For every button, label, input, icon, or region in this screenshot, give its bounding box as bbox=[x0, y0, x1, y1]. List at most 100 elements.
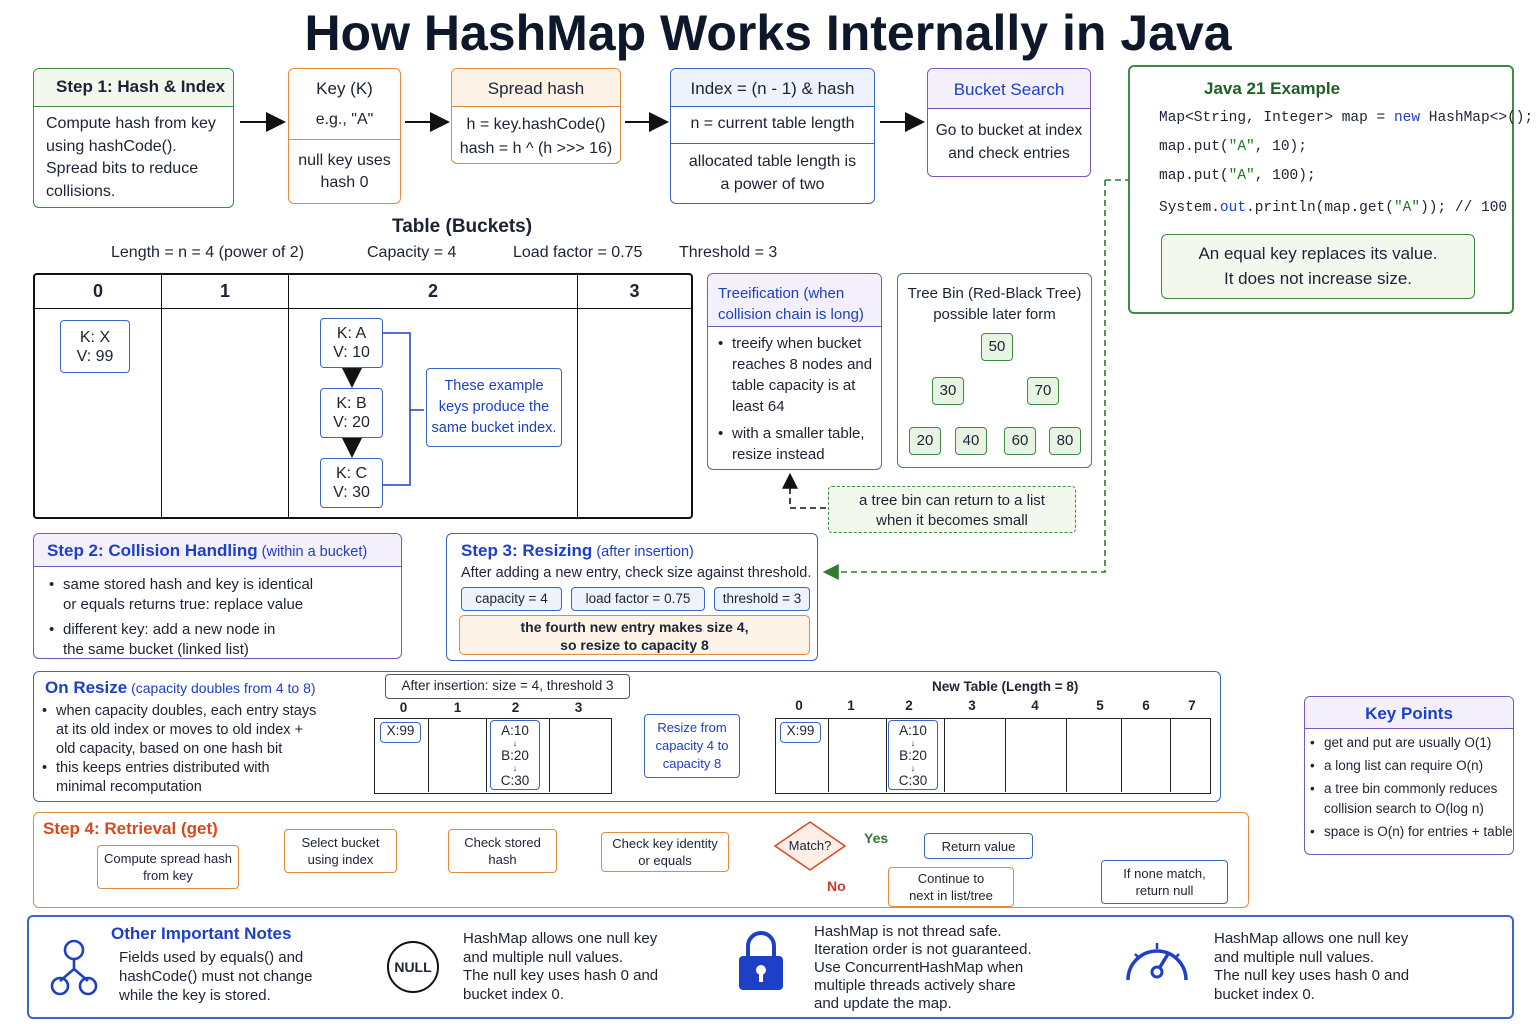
capacity-pill: capacity = 4 bbox=[461, 587, 562, 611]
tree-node: 60 bbox=[1004, 427, 1036, 455]
index-line: n = current table length bbox=[671, 107, 874, 144]
old-col-header: 0 bbox=[399, 700, 408, 715]
key-points-title: Key Points bbox=[1305, 697, 1513, 729]
bucket-header: 0 bbox=[92, 281, 103, 301]
threshold-pill: threshold = 3 bbox=[714, 587, 810, 611]
null-icon: NULL bbox=[387, 941, 439, 993]
lock-icon bbox=[739, 931, 783, 990]
new-col-header: 6 bbox=[1142, 698, 1150, 713]
after-insertion-label: After insertion: size = 4, threshold 3 bbox=[385, 674, 630, 699]
step2-box: Step 2: Collision Handling (within a buc… bbox=[33, 533, 402, 659]
key-point: get and put are usually O(1) bbox=[1308, 733, 1513, 753]
resize-bullet: when capacity doubles, each entry staysa… bbox=[40, 702, 316, 759]
table-length: Length = n = 4 (power of 2) bbox=[111, 244, 305, 261]
step3-title: Step 3: Resizing bbox=[461, 541, 593, 560]
flow-return-value: Return value bbox=[924, 833, 1033, 859]
bucket-search-title: Bucket Search bbox=[928, 69, 1090, 109]
new-col-header: 3 bbox=[968, 698, 976, 713]
tree-node: 70 bbox=[1027, 377, 1059, 405]
key-nodes-icon bbox=[50, 939, 98, 996]
old-col-header: 1 bbox=[453, 700, 462, 715]
table-capacity: Capacity = 4 bbox=[367, 244, 457, 261]
index-title: Index = (n - 1) & hash bbox=[671, 69, 874, 107]
step1-line: collisions. bbox=[46, 182, 116, 200]
step3-desc: After adding a new entry, check size aga… bbox=[461, 565, 812, 581]
match-decision bbox=[773, 821, 847, 871]
code-line-1: Map<String, Integer> map = new HashMap<>… bbox=[1159, 110, 1534, 126]
bucket-search-line: and check entries bbox=[948, 145, 1070, 162]
tree-node: 20 bbox=[909, 427, 941, 455]
new-table-title: New Table (Length = 8) bbox=[932, 679, 1079, 694]
treeify-subtitle: collision chain is long) bbox=[718, 306, 864, 323]
bucket-header: 1 bbox=[219, 281, 230, 301]
old-col-header: 3 bbox=[574, 700, 583, 715]
tree-node: 40 bbox=[955, 427, 987, 455]
note-thread-safety: HashMap is not thread safe.Iteration ord… bbox=[814, 923, 1032, 1012]
bucket-search-box: Bucket Search Go to bucket at index and … bbox=[927, 68, 1091, 177]
treeify-title: Treeification bbox=[718, 285, 800, 302]
java-example-title: Java 21 Example bbox=[1204, 79, 1341, 98]
key-point: space is O(n) for entries + table bbox=[1308, 822, 1513, 842]
treeify-box: Treeification (when collision chain is l… bbox=[707, 273, 882, 470]
index-box: Index = (n - 1) & hash n = current table… bbox=[670, 68, 875, 204]
yes-label: Yes bbox=[864, 830, 889, 846]
key-example: e.g., "A" bbox=[315, 111, 374, 128]
tree-bin-title: Tree Bin (Red-Black Tree) bbox=[907, 285, 1082, 302]
tree-bin-subtitle: possible later form bbox=[933, 306, 1056, 323]
spread-hash-title: Spread hash bbox=[452, 69, 620, 107]
treeify-bullet: with a smaller table,resize instead bbox=[716, 423, 881, 465]
key-points-box: Key Points get and put are usually O(1) … bbox=[1304, 696, 1514, 855]
spread-hash-line: hash = h ^ (h >>> 16) bbox=[459, 140, 613, 157]
code-line-4: System.out.println(map.get("A")); // 100 bbox=[1159, 200, 1508, 216]
speedometer-icon bbox=[1126, 943, 1188, 981]
match-label: Match? bbox=[788, 838, 832, 853]
new-col-header: 1 bbox=[847, 698, 855, 713]
tree-node: 30 bbox=[932, 377, 964, 405]
step1-line: using hashCode(). bbox=[46, 137, 177, 155]
new-col-header: 4 bbox=[1031, 698, 1039, 713]
tree-node: 50 bbox=[981, 333, 1013, 361]
java-note: An equal key replaces its value. It does… bbox=[1161, 234, 1475, 299]
new-entry-x: X:99 bbox=[780, 722, 821, 743]
code-line-3: map.put("A", 100); bbox=[1159, 168, 1316, 184]
java-example-box: Java 21 Example Map<String, Integer> map… bbox=[1128, 65, 1533, 314]
key-box: Key (K) e.g., "A" null key uses hash 0 bbox=[288, 68, 401, 204]
key-point: a long list can require O(n) bbox=[1308, 756, 1513, 776]
other-notes-box: Other Important Notes Fields used by equ… bbox=[27, 915, 1514, 1019]
old-table bbox=[374, 718, 612, 794]
new-col-header: 7 bbox=[1188, 698, 1196, 713]
step2-bullet: same stored hash and key is identicalor … bbox=[47, 575, 401, 615]
key-null-line: null key uses bbox=[298, 152, 391, 169]
tree-node: 80 bbox=[1049, 427, 1081, 455]
new-table-headers: 0 1 2 3 4 5 6 7 bbox=[775, 698, 1211, 716]
flow-return-null: If none match,return null bbox=[1101, 860, 1228, 904]
step1-line: Spread bits to reduce bbox=[46, 160, 199, 177]
step1-box: Step 1: Hash & Index Compute hash from k… bbox=[33, 68, 234, 208]
table-threshold: Threshold = 3 bbox=[679, 244, 778, 261]
new-col-header: 5 bbox=[1096, 698, 1104, 713]
on-resize-title: On Resize bbox=[45, 678, 128, 697]
java-note-line: An equal key replaces its value. bbox=[1198, 244, 1438, 263]
index-line: allocated table length is bbox=[688, 153, 857, 170]
java-note-line: It does not increase size. bbox=[1223, 269, 1413, 288]
resize-bullet: this keeps entries distributed withminim… bbox=[40, 759, 316, 797]
old-entry-chain: A:10↓B:20↓C:30 bbox=[490, 720, 540, 790]
index-line: a power of two bbox=[720, 176, 825, 193]
on-resize-box: On Resize (capacity doubles from 4 to 8)… bbox=[33, 671, 1221, 802]
new-entry-chain: A:10↓B:20↓C:30 bbox=[888, 720, 938, 790]
no-label: No bbox=[827, 878, 846, 894]
table-load-factor: Load factor = 0.75 bbox=[513, 244, 643, 261]
new-col-header: 0 bbox=[795, 698, 803, 713]
bucket-header: 3 bbox=[629, 281, 640, 301]
